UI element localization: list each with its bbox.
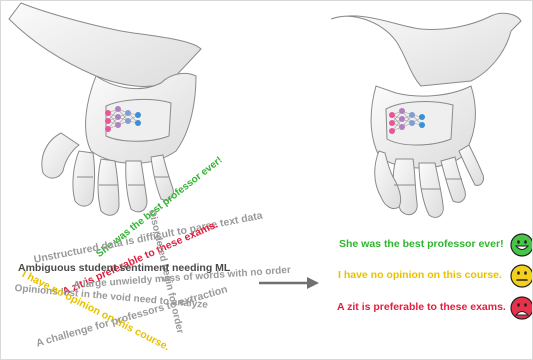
classified-positive-text: She was the best professor ever! [339, 238, 504, 250]
neutral-face-icon [510, 264, 533, 288]
left-robot-hand-icon [9, 3, 201, 215]
sad-face-icon [510, 296, 533, 320]
happy-face-icon [510, 233, 533, 257]
right-arrow-icon [259, 277, 319, 289]
right-robot-hand-icon [331, 13, 521, 217]
classified-negative-text: A zit is preferable to these exams. [337, 301, 506, 313]
classified-neutral-text: I have no opinion on this course. [338, 269, 502, 281]
